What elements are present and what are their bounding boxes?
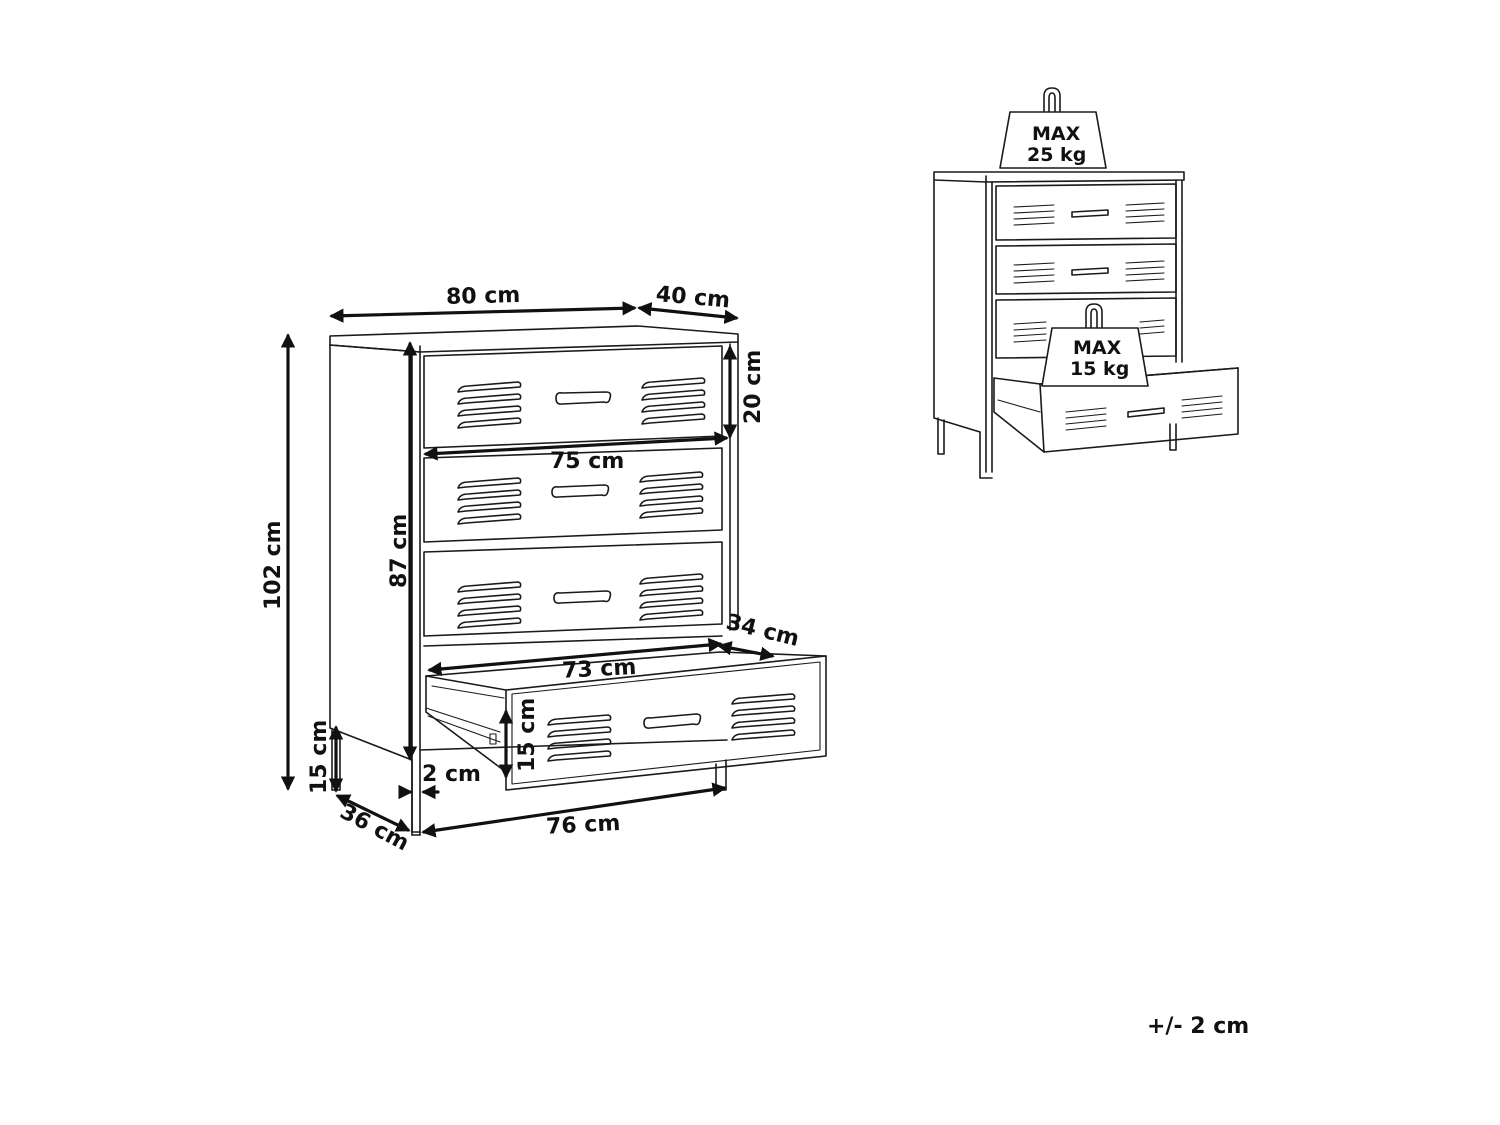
- dim-drawer-front-height: 15 cm: [515, 698, 540, 772]
- dim-top-width: 80 cm: [446, 283, 521, 310]
- dim-drawer-depth: 34 cm: [723, 610, 801, 652]
- dimension-labels: 80 cm 40 cm 102 cm 87 cm 20 cm 75 cm 34 …: [261, 282, 802, 856]
- cabinet-load-view: MAX 25 kg MAX 15 kg: [933, 87, 1239, 479]
- dimension-lines: [280, 301, 775, 838]
- weight-top-icon: MAX 25 kg: [999, 87, 1107, 169]
- dim-leg-offset: 2 cm: [422, 762, 481, 787]
- dim-base-width: 76 cm: [545, 811, 620, 840]
- dim-base-depth: 36 cm: [336, 799, 413, 856]
- dim-top-depth: 40 cm: [655, 282, 731, 313]
- weight-top-line1: MAX: [1032, 123, 1081, 145]
- weight-drawer-line1: MAX: [1073, 337, 1122, 359]
- weight-drawer-icon: MAX 15 kg: [1041, 303, 1149, 387]
- weight-drawer-line2: 15 kg: [1070, 358, 1129, 380]
- tolerance-note: +/- 2 cm: [1147, 1014, 1250, 1039]
- dim-total-height: 102 cm: [261, 520, 286, 610]
- weight-top-line2: 25 kg: [1027, 144, 1086, 166]
- dim-drawer-inner-width: 73 cm: [561, 655, 636, 684]
- dim-leg-height: 15 cm: [307, 720, 332, 794]
- dim-inner-width: 75 cm: [550, 449, 624, 474]
- dim-body-height: 87 cm: [387, 514, 412, 588]
- dim-drawer-height: 20 cm: [741, 350, 766, 424]
